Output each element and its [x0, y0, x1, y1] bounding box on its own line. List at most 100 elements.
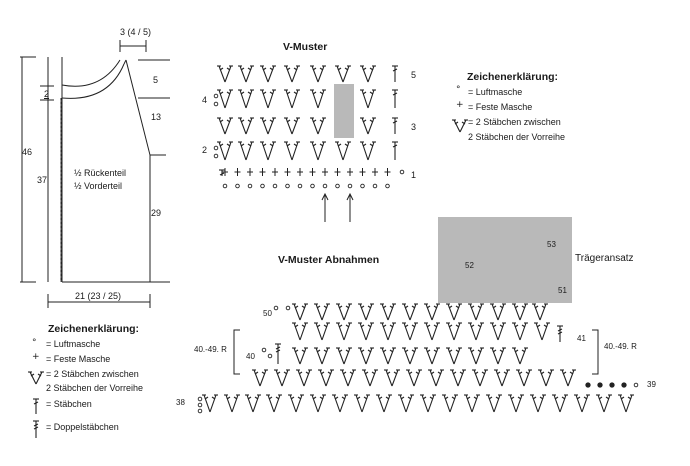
v-cluster-icon: [534, 322, 550, 341]
chain-stitch-icon: [399, 169, 405, 175]
v-cluster-icon: [335, 141, 351, 161]
v-cluster-icon: [532, 303, 548, 321]
v-cluster-icon: [420, 394, 436, 413]
row-number: 53: [547, 240, 556, 249]
v-cluster-icon: [266, 394, 282, 413]
single-crochet-icon: +: [32, 352, 40, 362]
v-cluster-icon: [260, 117, 276, 135]
piece-label-front: ½ Vorderteil: [74, 181, 123, 191]
v-cluster-icon: [574, 394, 590, 413]
v-cluster-icon: [336, 303, 352, 321]
v-cluster-icon: [314, 303, 330, 321]
v-cluster-icon: [406, 369, 422, 387]
legend-left-item: = Stäbchen: [46, 399, 92, 409]
v-cluster-icon: [340, 369, 356, 387]
v-cluster-icon: [354, 394, 370, 413]
chain-stitch-icon: [197, 396, 203, 402]
armhole-upper-label: 13: [151, 112, 162, 122]
chain-stitch-icon: °: [456, 85, 461, 95]
v-cluster-icon: [238, 117, 254, 135]
v-cluster-icon: [402, 347, 418, 365]
v-cluster-icon: [310, 117, 326, 135]
v-cluster-icon: [217, 89, 233, 109]
single-crochet-icon: [259, 168, 266, 176]
v-cluster-icon: [494, 369, 510, 387]
slip-stitch-icon: [585, 382, 591, 388]
v-cluster-icon: [310, 89, 326, 109]
strap-label: Trägeransatz: [575, 253, 634, 264]
chain-stitch-icon: [310, 183, 315, 189]
single-crochet-icon: [234, 168, 241, 176]
chain-stitch-icon: [213, 153, 219, 159]
chain-stitch-icon: [347, 183, 353, 189]
chain-stitch-icon: °: [32, 338, 37, 348]
v-cluster-icon: [217, 65, 233, 83]
v-cluster-icon: [452, 119, 468, 133]
v-cluster-icon: [362, 369, 378, 387]
repeat-bracket: [233, 329, 240, 375]
v-cluster-icon: [252, 369, 268, 387]
v-cluster-icon: [596, 394, 612, 413]
single-crochet-icon: [347, 168, 353, 176]
single-crochet-icon: [334, 168, 341, 176]
row-number: 52: [465, 261, 474, 270]
v-cluster-icon: [468, 347, 484, 365]
total-height-label: 46: [22, 147, 33, 157]
repeat-bracket: [592, 329, 599, 375]
v-cluster-icon: [260, 141, 276, 161]
chain-stitch-icon: [285, 183, 290, 189]
schematic-neckline: [61, 59, 121, 87]
arrow-icon: [346, 192, 354, 201]
v-cluster-icon: [314, 347, 330, 365]
v-cluster-icon: [358, 303, 374, 321]
chain-stitch-icon: [235, 183, 240, 189]
v-cluster-icon: [446, 322, 462, 341]
v-cluster-icon: [384, 369, 400, 387]
v-cluster-icon: [28, 371, 44, 385]
v-pattern-title: V-Muster: [283, 41, 328, 53]
strap-highlight: [438, 217, 572, 303]
v-cluster-icon: [424, 303, 440, 321]
row-number: 4: [202, 95, 208, 105]
chain-stitch-icon: [213, 93, 219, 99]
schematic-neckline: [61, 63, 125, 99]
v-cluster-icon: [296, 369, 312, 387]
shoulder-step-label: 2: [44, 89, 50, 99]
chain-stitch-icon: [197, 408, 203, 414]
chain-stitch-icon: [633, 382, 639, 388]
treble-stitch-icon: [392, 117, 398, 134]
v-cluster-icon: [450, 369, 466, 387]
v-cluster-icon: [512, 322, 528, 341]
v-cluster-icon: [538, 369, 554, 387]
treble-stitch-icon: [33, 398, 39, 414]
single-crochet-icon: [272, 168, 278, 176]
chain-stitch-icon: [385, 183, 390, 189]
row-number: 3: [411, 122, 417, 132]
row-number: 40: [246, 352, 255, 361]
v-cluster-icon: [380, 303, 396, 321]
v-cluster-icon: [335, 65, 351, 83]
v-cluster-icon: [464, 394, 480, 413]
v-cluster-icon: [310, 141, 326, 161]
repeat-label-right: 40.-49. R: [604, 342, 637, 351]
v-cluster-icon: [512, 347, 528, 365]
v-cluster-icon: [468, 303, 484, 321]
chain-stitch-icon: [261, 347, 267, 353]
repeat-highlight: [334, 84, 354, 138]
v-cluster-icon: [292, 303, 308, 321]
chain-stitch-icon: [247, 183, 253, 189]
single-crochet-icon: [322, 168, 328, 176]
chain-stitch-icon: [273, 305, 279, 311]
single-crochet-icon: [309, 168, 316, 176]
treble-stitch-icon: [219, 169, 225, 176]
neck-depth-label: 5: [153, 75, 159, 85]
v-cluster-icon: [446, 347, 462, 365]
schematic-outline: [62, 59, 151, 283]
row-number: 51: [558, 286, 567, 295]
treble-stitch-icon: [392, 65, 398, 82]
v-cluster-icon: [490, 347, 506, 365]
v-cluster-icon: [490, 322, 506, 341]
row-number: 50: [263, 309, 272, 318]
double-crochet-icon: [33, 420, 39, 438]
